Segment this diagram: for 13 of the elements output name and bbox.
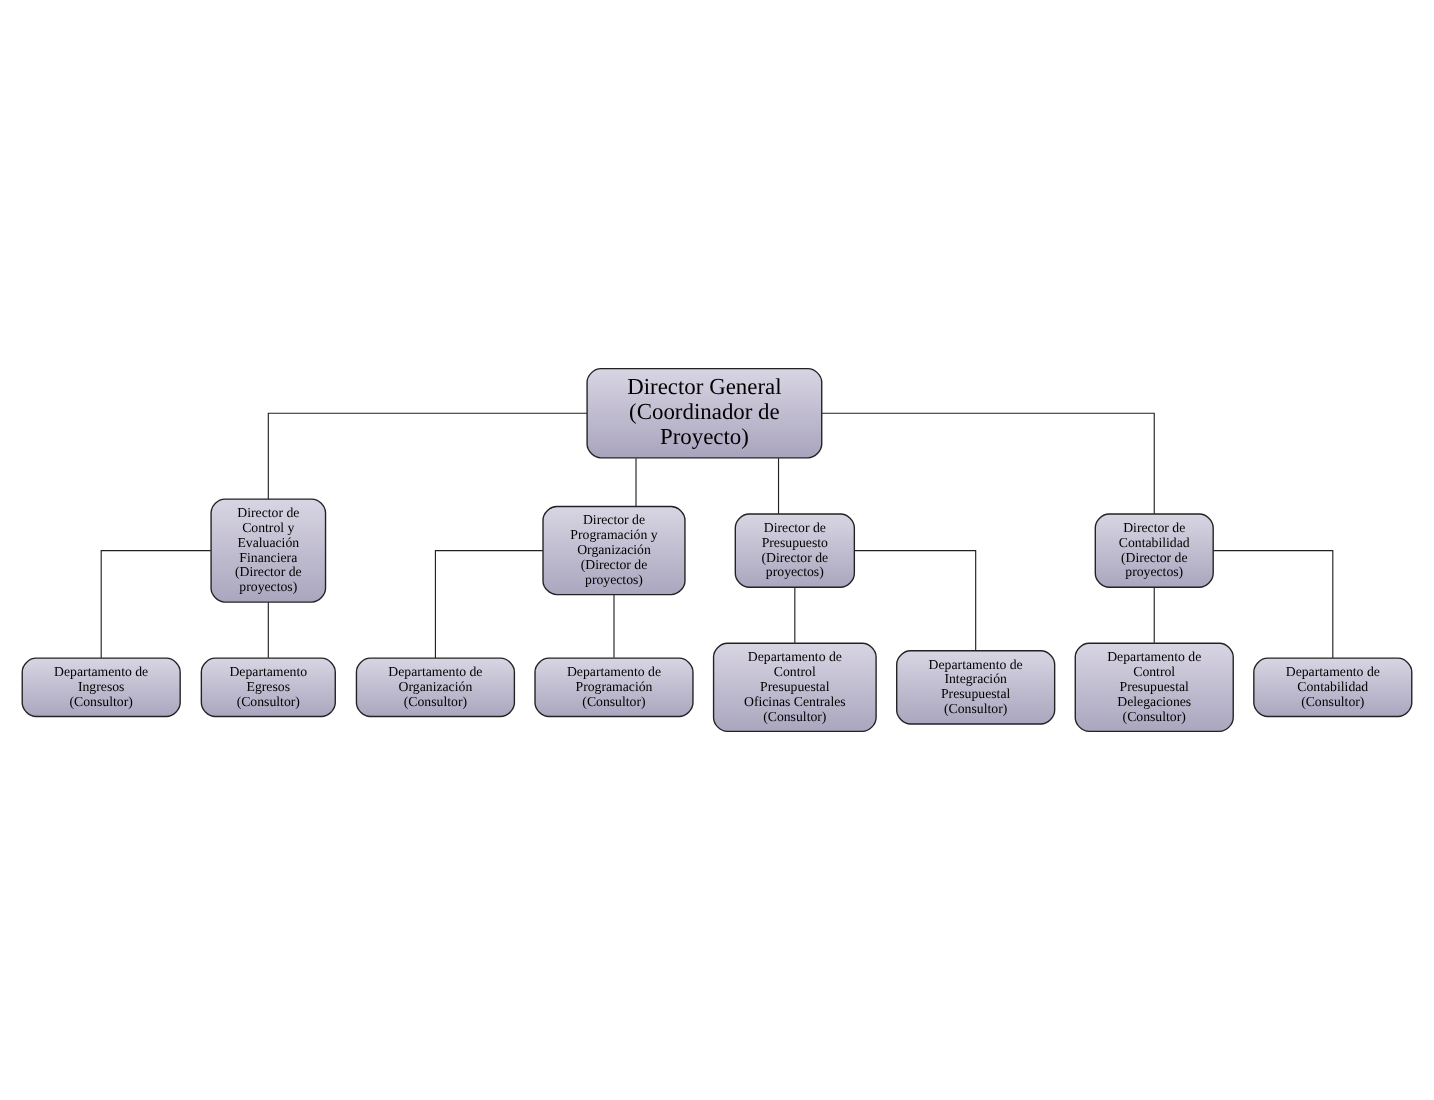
- connector: [635, 457, 637, 507]
- connector: [794, 586, 796, 644]
- connector: [1212, 550, 1334, 659]
- connector: [267, 412, 588, 500]
- connector: [100, 550, 212, 659]
- connector: [267, 601, 269, 659]
- connector: [613, 594, 615, 659]
- node-box: Director General (Coordinador de Proyecto): [586, 367, 823, 459]
- connector: [434, 550, 544, 659]
- connector: [777, 457, 780, 515]
- connector: [1153, 586, 1155, 644]
- connector: [853, 550, 977, 652]
- connector: [821, 412, 1155, 515]
